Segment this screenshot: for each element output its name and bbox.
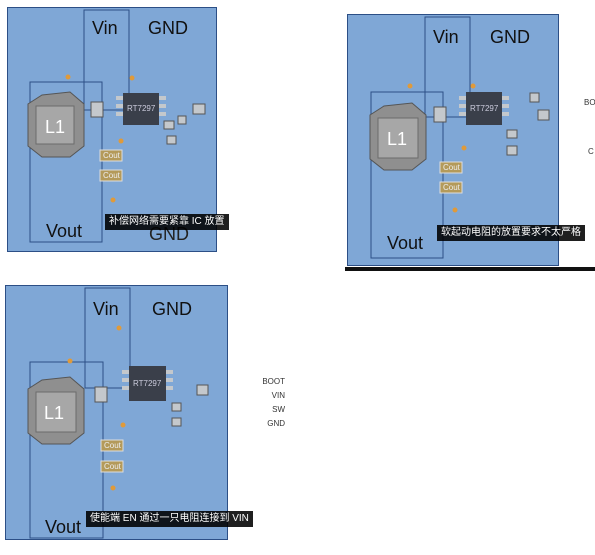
ic-pin <box>116 112 123 116</box>
via <box>452 207 458 213</box>
output-cap <box>99 149 123 162</box>
cap-label: Cout <box>443 163 460 172</box>
subtitle-caption: 使能端 EN 通过一只电阻连接到 VIN <box>86 511 253 527</box>
ic-pin <box>116 104 123 108</box>
inductor-pad <box>377 117 419 159</box>
resistor <box>529 92 540 103</box>
inductor-pad <box>35 391 77 433</box>
subtitle-caption: 补偿网络需要紧靠 IC 放置 <box>105 214 229 230</box>
resistor <box>171 417 182 427</box>
gnd-label: GND <box>152 299 192 319</box>
ic-pin <box>122 386 129 390</box>
side-label-sw: SW <box>272 405 285 414</box>
resistor <box>537 109 550 121</box>
ic-pin <box>459 104 466 108</box>
ic-pin <box>166 386 173 390</box>
side-label-boot: BOO <box>584 98 595 107</box>
resistor <box>94 386 108 403</box>
vout-label: Vout <box>46 221 83 241</box>
resistor <box>506 145 518 156</box>
output-cap <box>99 169 123 182</box>
via <box>120 422 126 428</box>
ic-label: RT7297 <box>470 104 499 113</box>
via <box>470 83 476 89</box>
output-cap <box>100 439 124 452</box>
vin-label: Vin <box>92 18 118 38</box>
via <box>116 325 122 331</box>
ic-chip <box>466 92 502 125</box>
via <box>67 358 73 364</box>
gnd-label: GND <box>490 27 530 47</box>
resistor <box>166 135 177 145</box>
inductor-label: L1 <box>387 129 408 149</box>
ic-pin <box>502 96 509 100</box>
ic-pin <box>116 96 123 100</box>
ic-pin <box>159 112 166 116</box>
ic-label: RT7297 <box>133 379 162 388</box>
resistor <box>196 384 209 396</box>
output-cap <box>439 161 463 174</box>
vin-label: Vin <box>433 27 459 47</box>
pcb-board <box>5 285 228 540</box>
via <box>129 75 135 81</box>
vout-trace <box>370 91 444 259</box>
vout-label: Vout <box>387 233 424 253</box>
vin-trace <box>83 9 130 111</box>
vin-trace <box>424 16 471 118</box>
cap-label: Cout <box>103 151 120 160</box>
ic-pin <box>166 370 173 374</box>
output-cap <box>100 460 124 473</box>
output-cap <box>439 181 463 194</box>
resistor <box>433 106 447 123</box>
resistor <box>90 101 104 118</box>
via <box>110 197 116 203</box>
ic-chip <box>129 366 166 401</box>
via <box>65 74 71 80</box>
ic-pin <box>122 370 129 374</box>
side-label-vin: VIN <box>271 391 285 400</box>
resistor <box>171 402 182 412</box>
vout-label: Vout <box>45 517 82 537</box>
cap-label: Cout <box>103 171 120 180</box>
ic-pin <box>502 104 509 108</box>
resistor <box>163 120 175 130</box>
inductor-label: L1 <box>44 403 65 423</box>
side-label-gnd: GND <box>267 419 285 428</box>
side-label-c: C <box>588 147 594 156</box>
ic-pin <box>166 378 173 382</box>
cap-label: Cout <box>104 441 121 450</box>
ic-pin <box>459 96 466 100</box>
inductor-label: L1 <box>45 117 66 137</box>
ic-pin <box>122 378 129 382</box>
vout-trace <box>29 81 103 243</box>
via <box>407 83 413 89</box>
ic-pin <box>159 104 166 108</box>
resistor <box>192 103 206 115</box>
resistor <box>177 115 187 125</box>
cap-label: Cout <box>104 462 121 471</box>
via <box>110 485 116 491</box>
side-label-boot: BOOT <box>262 377 285 386</box>
ic-label: RT7297 <box>127 104 156 113</box>
inductor-pad <box>35 105 75 145</box>
vin-label: Vin <box>93 299 119 319</box>
panel-edge <box>345 267 595 271</box>
via <box>461 145 467 151</box>
ic-pin <box>459 112 466 116</box>
gnd-label: GND <box>148 18 188 38</box>
ic-pin <box>502 112 509 116</box>
ic-pin <box>159 96 166 100</box>
resistor <box>506 129 518 139</box>
ic-chip <box>123 93 159 125</box>
via <box>118 138 124 144</box>
cap-label: Cout <box>443 183 460 192</box>
subtitle-caption: 软起动电阻的放置要求不太严格 <box>437 225 585 241</box>
